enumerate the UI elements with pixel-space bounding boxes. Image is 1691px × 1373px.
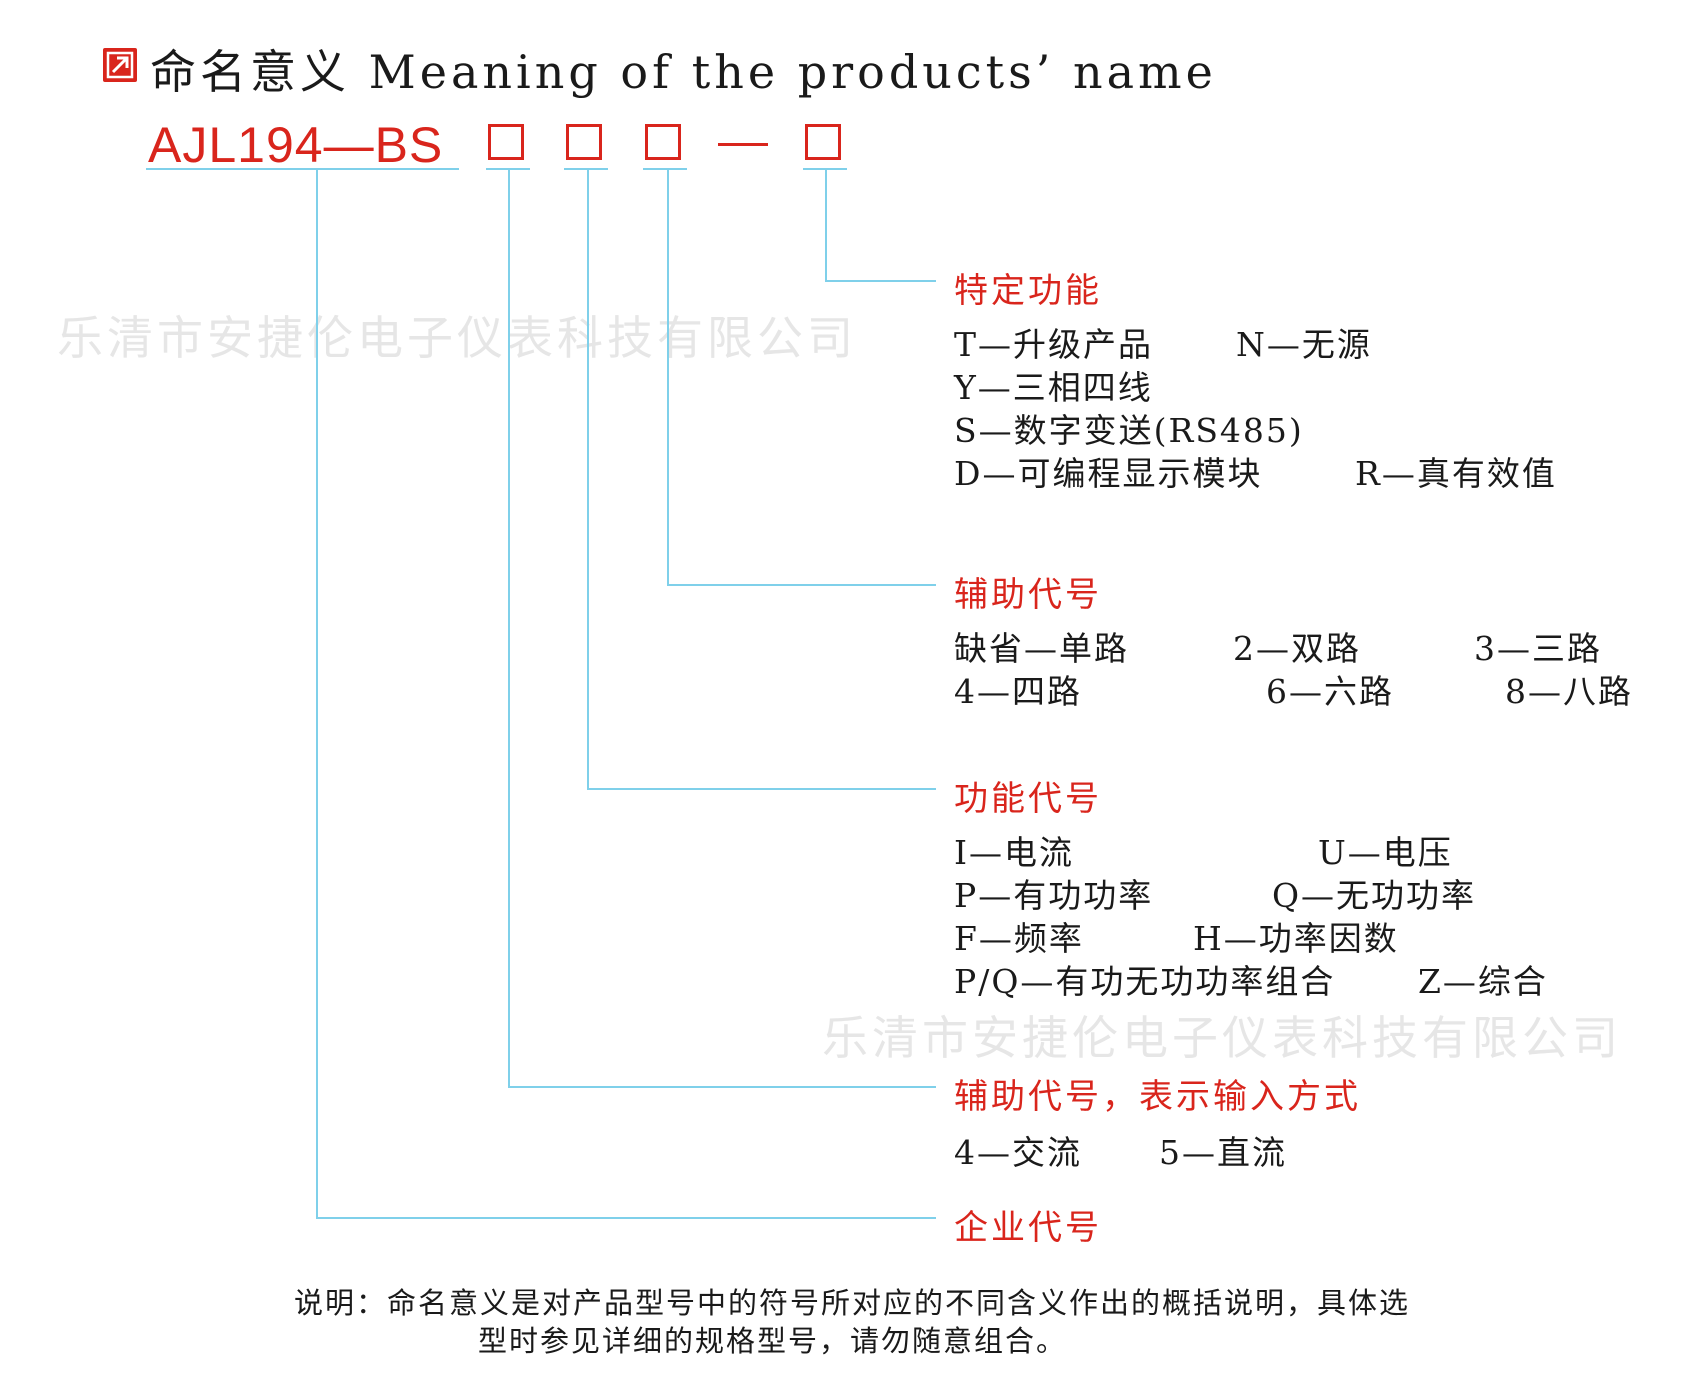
model-box-3 — [645, 124, 681, 160]
connector-special-function — [825, 170, 936, 282]
underline-prefix — [146, 168, 459, 170]
list-item: F—频率 — [954, 919, 1084, 958]
list-item: D—可编程显示模块 — [954, 454, 1263, 493]
section-title-input-mode: 辅助代号，表示输入方式 — [954, 1077, 1361, 1117]
connector-company-code — [316, 170, 936, 1219]
watermark-top: 乐清市安捷伦电子仪表科技有限公司 — [57, 311, 857, 365]
list-item: N—无源 — [1236, 325, 1372, 364]
model-separator — [718, 143, 768, 146]
underline-box-3 — [643, 168, 687, 170]
list-item: H—功率因数 — [1193, 919, 1399, 958]
page-title: 命名意义 Meaning of the products’ name — [150, 45, 1217, 99]
section-title-function-code: 功能代号 — [954, 779, 1102, 819]
connector-aux-channels — [667, 170, 936, 586]
list-item: P—有功功率 — [954, 876, 1154, 915]
connector-function-code — [587, 170, 936, 790]
list-item: 5—直流 — [1159, 1133, 1287, 1172]
list-item: 4—交流 — [954, 1133, 1082, 1172]
list-item: 3—三路 — [1474, 629, 1602, 668]
connector-input-mode — [508, 170, 936, 1088]
list-item: 2—双路 — [1233, 629, 1361, 668]
underline-box-4 — [803, 168, 847, 170]
list-item: 缺省—单路 — [954, 629, 1129, 668]
list-item: S—数字变送(RS485) — [954, 411, 1304, 450]
section-title-special-function: 特定功能 — [954, 271, 1102, 311]
model-box-4 — [805, 124, 841, 160]
arrow-icon — [103, 48, 137, 82]
list-item: Z—综合 — [1418, 962, 1548, 1001]
watermark-bottom: 乐清市安捷伦电子仪表科技有限公司 — [822, 1011, 1622, 1065]
list-item: I—电流 — [954, 833, 1075, 872]
underline-box-2 — [564, 168, 608, 170]
list-item: T—升级产品 — [954, 325, 1154, 364]
model-box-2 — [566, 124, 602, 160]
model-box-1 — [488, 124, 524, 160]
list-item: 4—四路 — [954, 672, 1082, 711]
list-item: 8—八路 — [1505, 672, 1633, 711]
list-item: Y—三相四线 — [954, 368, 1153, 407]
list-item: U—电压 — [1318, 833, 1453, 872]
underline-box-1 — [486, 168, 530, 170]
model-prefix: AJL194—BS — [148, 117, 444, 173]
list-item: R—真有效值 — [1355, 454, 1557, 493]
list-item: 6—六路 — [1266, 672, 1394, 711]
list-item: P/Q—有功无功功率组合 — [954, 962, 1336, 1001]
list-item: Q—无功功率 — [1272, 876, 1477, 915]
note-line-1: 说明：命名意义是对产品型号中的符号所对应的不同含义作出的概括说明，具体选 — [294, 1286, 1411, 1320]
section-title-aux-channels: 辅助代号 — [954, 575, 1102, 615]
section-title-company-code: 企业代号 — [954, 1208, 1102, 1248]
note-line-2: 型时参见详细的规格型号，请勿随意组合。 — [478, 1324, 1068, 1358]
